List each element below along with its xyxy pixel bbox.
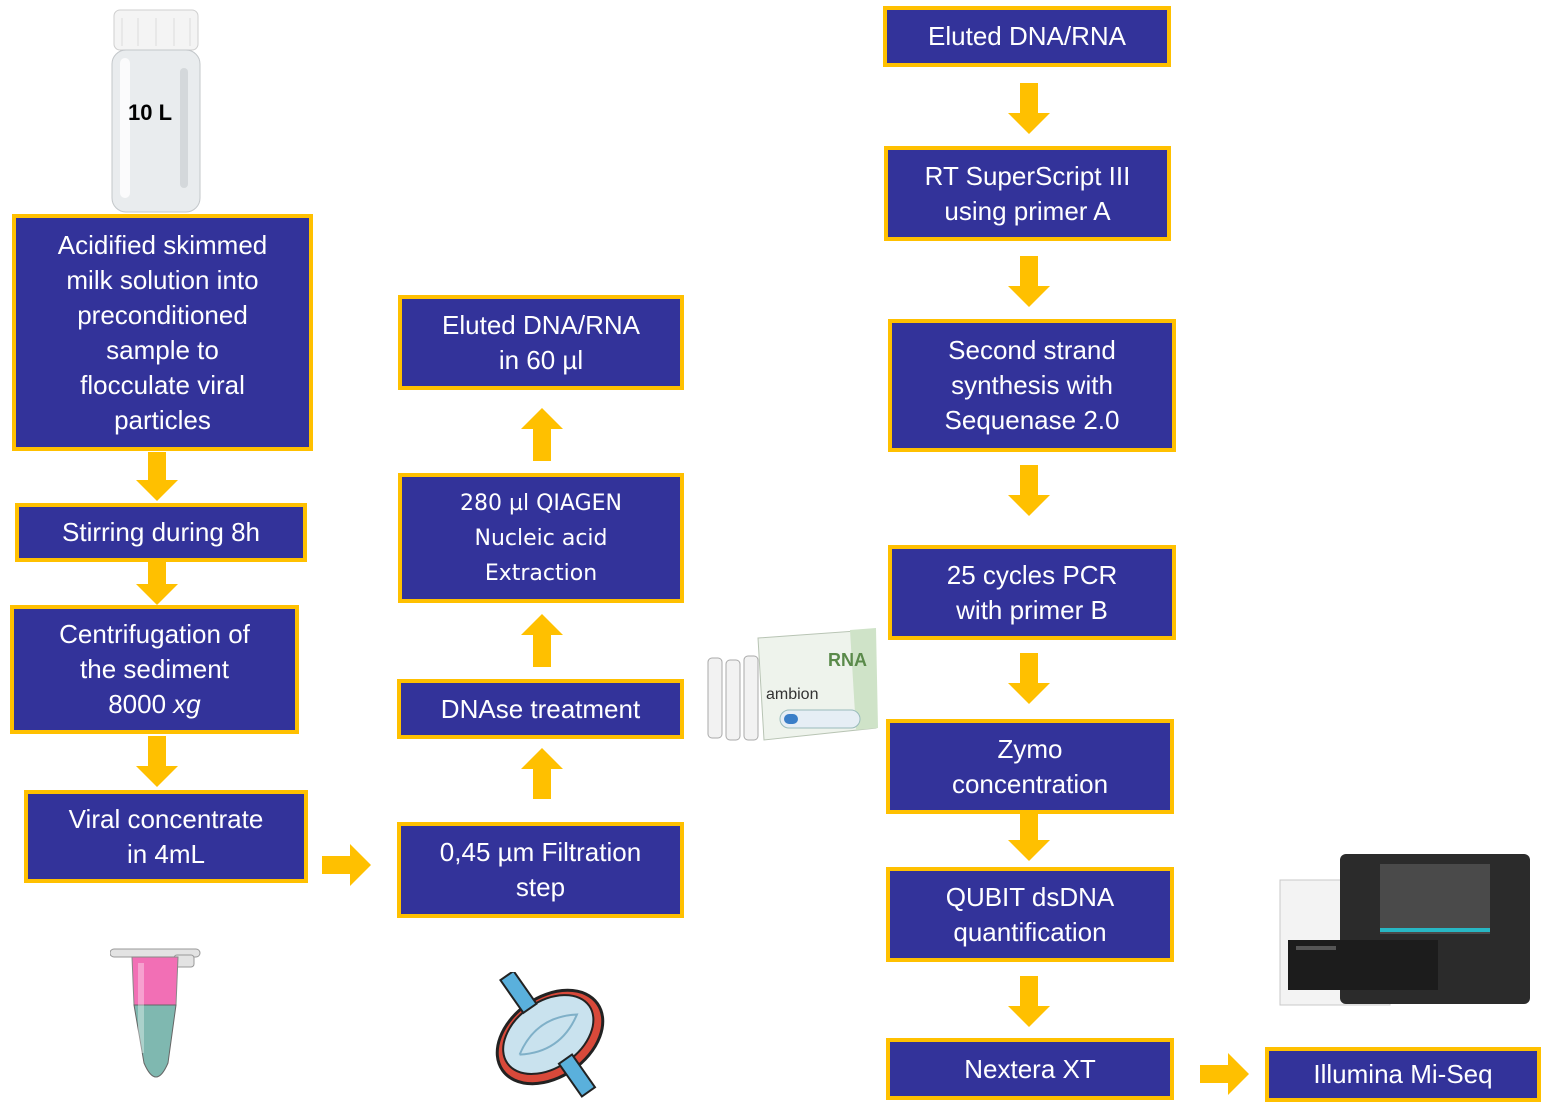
filtration-text: 0,45 µm Filtration step <box>439 837 642 902</box>
filtration-step: 0,45 µm Filtration step <box>397 822 684 918</box>
nextera-text: Nextera XT <box>964 1053 1096 1084</box>
rna-kit-icon <box>700 610 880 770</box>
zymo-step: Zymo concentration <box>886 719 1174 814</box>
qiagen-text: 280 µl QIAGEN Nucleic acid Extraction <box>460 490 622 586</box>
stirring-text: Stirring during 8h <box>62 517 260 547</box>
dnase-text: DNAse treatment <box>440 693 641 724</box>
arrow-down-icon <box>136 452 178 501</box>
rna-kit-label: RNA <box>828 650 867 670</box>
illumina-step: Illumina Mi-Seq <box>1265 1047 1541 1102</box>
second-strand-step: Second strand synthesis with Sequenase 2… <box>888 319 1176 452</box>
pcr-text: 25 cycles PCR with primer B <box>946 559 1118 625</box>
illumina-text: Illumina Mi-Seq <box>1313 1059 1493 1089</box>
stirring-step: Stirring during 8h <box>15 503 307 562</box>
arrow-right-icon <box>322 844 371 886</box>
syringe-filter-icon <box>495 972 605 1098</box>
nextera-step: Nextera XT <box>886 1038 1174 1100</box>
rt-text: RT SuperScript III using primer A <box>924 160 1131 226</box>
eluted-right-step: Eluted DNA/RNA <box>883 6 1171 67</box>
eluted-right-text: Eluted DNA/RNA <box>928 21 1126 51</box>
arrow-down-icon <box>1008 814 1050 861</box>
arrow-up-icon <box>521 614 563 667</box>
qiagen-step: 280 µl QIAGEN Nucleic acid Extraction <box>398 473 684 603</box>
arrow-down-icon <box>1008 976 1050 1027</box>
centrifugation-text: Centrifugation of the sediment 8000 xg <box>59 617 250 722</box>
arrow-down-icon <box>1008 83 1050 134</box>
arrow-down-icon <box>136 736 178 787</box>
arrow-up-icon <box>521 408 563 461</box>
arrow-up-icon <box>521 748 563 799</box>
ambion-label: ambion <box>766 686 819 703</box>
centrifugation-unit: xg <box>173 689 201 719</box>
sequencer-icon <box>1279 854 1530 1006</box>
jar-icon <box>111 9 201 213</box>
jar-volume-label: 10 L <box>128 100 173 125</box>
eluted-60-step: Eluted DNA/RNA in 60 µl <box>398 295 684 390</box>
centrifugation-main: Centrifugation of the sediment 8000 <box>59 619 250 719</box>
centrifugation-step: Centrifugation of the sediment 8000 xg <box>10 605 299 734</box>
arrow-down-icon <box>1008 465 1050 516</box>
viral-concentrate-text: Viral concentrate in 4mL <box>68 803 264 869</box>
second-strand-text: Second strand synthesis with Sequenase 2… <box>944 335 1120 435</box>
acidified-text: Acidified skimmed milk solution into pre… <box>57 229 268 435</box>
acidified-step: Acidified skimmed milk solution into pre… <box>12 214 313 451</box>
rt-step: RT SuperScript III using primer A <box>884 146 1171 241</box>
qubit-step: QUBIT dsDNA quantification <box>886 867 1174 962</box>
eluted-60-text: Eluted DNA/RNA in 60 µl <box>442 309 640 375</box>
microtube-icon <box>110 948 201 1078</box>
arrow-right-icon <box>1200 1053 1249 1095</box>
pcr-step: 25 cycles PCR with primer B <box>888 545 1176 640</box>
arrow-down-icon <box>1008 653 1050 704</box>
arrow-down-icon <box>1008 256 1050 307</box>
zymo-text: Zymo concentration <box>951 733 1109 799</box>
viral-concentrate-step: Viral concentrate in 4mL <box>24 790 308 883</box>
dnase-step: DNAse treatment <box>397 679 684 739</box>
arrow-down-icon <box>136 562 178 605</box>
qubit-text: QUBIT dsDNA quantification <box>945 881 1115 947</box>
